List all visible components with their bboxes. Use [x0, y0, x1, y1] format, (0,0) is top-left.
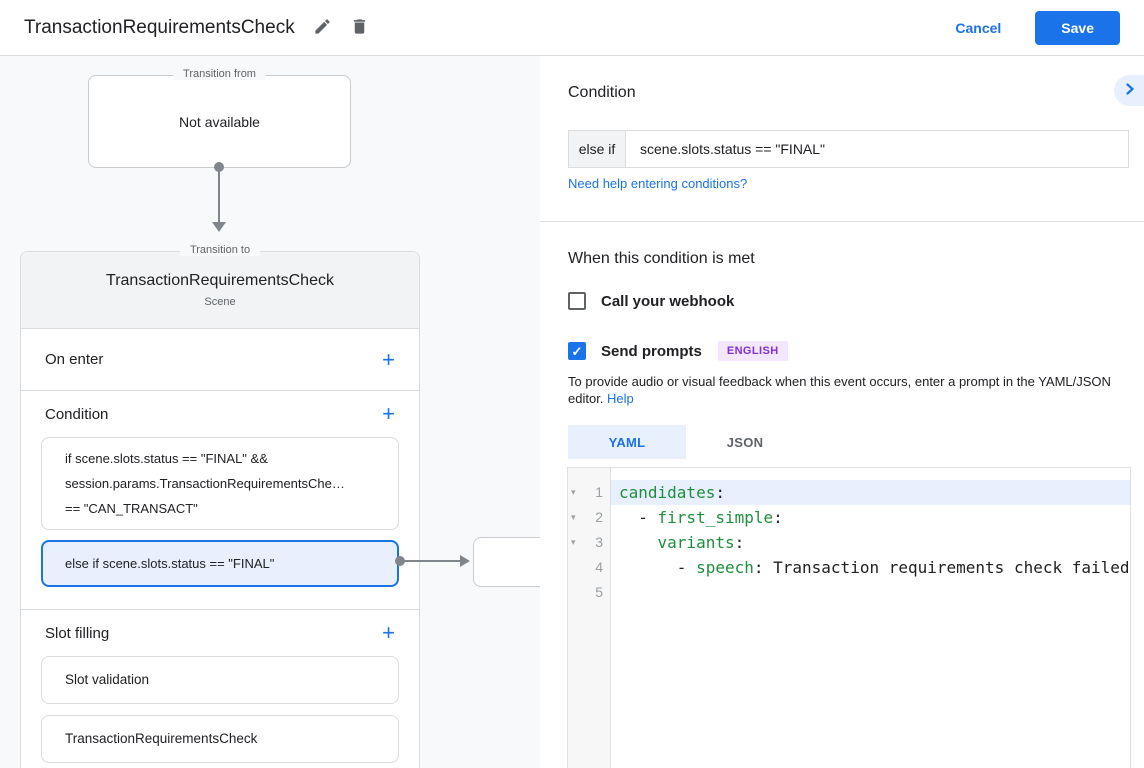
help-link[interactable]: Help — [607, 391, 634, 406]
check-icon: ✓ — [571, 343, 583, 359]
call-webhook-label: Call your webhook — [601, 292, 735, 310]
chevron-right-icon — [1124, 83, 1136, 98]
transition-from-legend: Transition from — [173, 68, 266, 80]
arrow-right-icon — [460, 555, 470, 567]
tab-json[interactable]: JSON — [686, 425, 804, 459]
slot-item-validation[interactable]: Slot validation — [41, 656, 399, 704]
yaml-code-editor[interactable]: ▾ 1 ▾ 2 ▾ 3 4 5 candidates: — [567, 467, 1131, 768]
code-plain: - — [619, 508, 658, 527]
code-line[interactable]: variants: — [611, 530, 1130, 555]
line-number: 5 — [595, 584, 603, 600]
condition-section: Condition + if scene.slots.status == "FI… — [21, 391, 419, 610]
slot-item-transaction-check[interactable]: TransactionRequirementsCheck — [41, 715, 399, 763]
gutter-row: ▾ 2 — [568, 505, 610, 530]
on-enter-row[interactable]: On enter + — [21, 329, 419, 391]
code-plain: : — [715, 483, 725, 502]
fold-arrow-icon[interactable]: ▾ — [571, 512, 576, 522]
code-yaml-key: speech — [696, 558, 754, 577]
webhook-row: ✓ Call your webhook — [568, 292, 734, 310]
fold-arrow-icon[interactable]: ▾ — [571, 487, 576, 497]
code-line[interactable]: - first_simple: — [611, 505, 1130, 530]
code-yaml-key: variants — [657, 533, 735, 552]
save-button[interactable]: Save — [1035, 10, 1120, 45]
gutter-row: ▾ 3 — [568, 530, 610, 555]
plus-icon: + — [382, 620, 395, 645]
transition-arrow-line — [404, 560, 462, 562]
scene-card-title: TransactionRequirementsCheck — [106, 272, 334, 289]
gutter-row: 4 — [568, 555, 610, 580]
trash-icon — [350, 17, 369, 39]
code-line-active[interactable]: candidates: — [611, 480, 1130, 505]
line-number: 1 — [595, 484, 603, 500]
cancel-button[interactable]: Cancel — [955, 19, 1002, 36]
transition-to-legend: Transition to — [179, 244, 261, 256]
prompt-description: To provide audio or visual feedback when… — [568, 373, 1130, 407]
connector-dot — [395, 556, 405, 566]
code-yaml-key: first_simple — [657, 508, 774, 527]
transition-arrow-line — [218, 167, 220, 223]
condition-item-if[interactable]: if scene.slots.status == "FINAL" && sess… — [41, 437, 399, 530]
add-slot-button[interactable]: + — [382, 622, 395, 644]
line-number: 2 — [595, 509, 603, 525]
gutter-row: ▾ 1 — [568, 480, 610, 505]
editor-code-area[interactable]: candidates: - first_simple: variants: - … — [611, 468, 1130, 768]
when-condition-met-title: When this condition is met — [568, 250, 755, 267]
transition-from-box[interactable]: Transition from Not available — [88, 68, 351, 168]
delete-scene-button[interactable] — [350, 17, 369, 39]
pencil-icon — [313, 17, 332, 39]
collapse-panel-button[interactable] — [1114, 75, 1144, 106]
plus-icon: + — [382, 346, 395, 372]
fold-arrow-icon[interactable]: ▾ — [571, 537, 576, 547]
elseif-prefix-label: else if — [568, 130, 626, 168]
top-bar: TransactionRequirementsCheck Cancel Save — [0, 0, 1144, 56]
call-webhook-checkbox[interactable]: ✓ — [568, 292, 586, 310]
condition-line: == "CAN_TRANSACT" — [65, 501, 198, 516]
condition-expression-input[interactable] — [625, 130, 1129, 168]
send-prompts-row: ✓ Send prompts ENGLISH — [568, 341, 788, 361]
slot-filling-label: Slot filling — [45, 624, 110, 642]
panel-divider — [540, 221, 1144, 222]
code-plain: : — [734, 533, 745, 552]
arrow-down-icon — [212, 222, 226, 232]
prompt-description-text: To provide audio or visual feedback when… — [568, 374, 1111, 406]
code-plain: : — [773, 508, 783, 527]
slot-filling-section: Slot filling + Slot validation Transacti… — [21, 610, 419, 763]
code-yaml-key: candidates — [619, 483, 716, 502]
condition-line: session.params.TransactionRequirementsCh… — [65, 476, 345, 491]
conditions-help-link[interactable]: Need help entering conditions? — [568, 176, 748, 191]
code-plain: - — [619, 558, 697, 577]
code-plain: : Transaction requirements check failed — [753, 558, 1130, 577]
condition-detail-panel: Condition else if Need help entering con… — [540, 56, 1144, 768]
edit-scene-button[interactable] — [313, 17, 332, 39]
scene-title: TransactionRequirementsCheck — [24, 16, 295, 38]
condition-expression-row: else if — [568, 130, 1129, 168]
editor-gutter: ▾ 1 ▾ 2 ▾ 3 4 5 — [568, 468, 611, 768]
add-on-enter-button[interactable]: + — [382, 346, 395, 372]
scene-card-header[interactable]: Transition to TransactionRequirementsChe… — [21, 244, 419, 329]
condition-label-row: Condition + — [21, 391, 419, 437]
send-prompts-label: Send prompts — [601, 342, 702, 360]
editor-format-tabs: YAML JSON — [568, 425, 804, 459]
plus-icon: + — [382, 401, 395, 426]
tab-yaml[interactable]: YAML — [568, 425, 686, 459]
transition-from-content: Not available — [179, 113, 260, 130]
gutter-row: 5 — [568, 580, 610, 605]
language-badge: ENGLISH — [717, 341, 788, 361]
send-prompts-checkbox[interactable]: ✓ — [568, 342, 586, 360]
scene-card-subtitle: Scene — [204, 296, 236, 308]
transition-target-box[interactable] — [473, 537, 553, 587]
condition-section-label: Condition — [45, 405, 109, 423]
code-line[interactable] — [611, 580, 1130, 605]
condition-line: if scene.slots.status == "FINAL" && — [65, 451, 268, 466]
condition-item-elseif-selected[interactable]: else if scene.slots.status == "FINAL" — [41, 540, 399, 587]
line-number: 4 — [595, 559, 603, 575]
scene-card: Transition to TransactionRequirementsChe… — [20, 244, 420, 768]
panel-title: Condition — [568, 84, 636, 101]
on-enter-label: On enter — [45, 351, 104, 368]
code-plain — [619, 533, 658, 552]
code-line[interactable]: - speech: Transaction requirements check… — [611, 555, 1130, 580]
slot-filling-label-row: Slot filling + — [21, 610, 419, 656]
add-condition-button[interactable]: + — [382, 403, 395, 425]
line-number: 3 — [595, 534, 603, 550]
